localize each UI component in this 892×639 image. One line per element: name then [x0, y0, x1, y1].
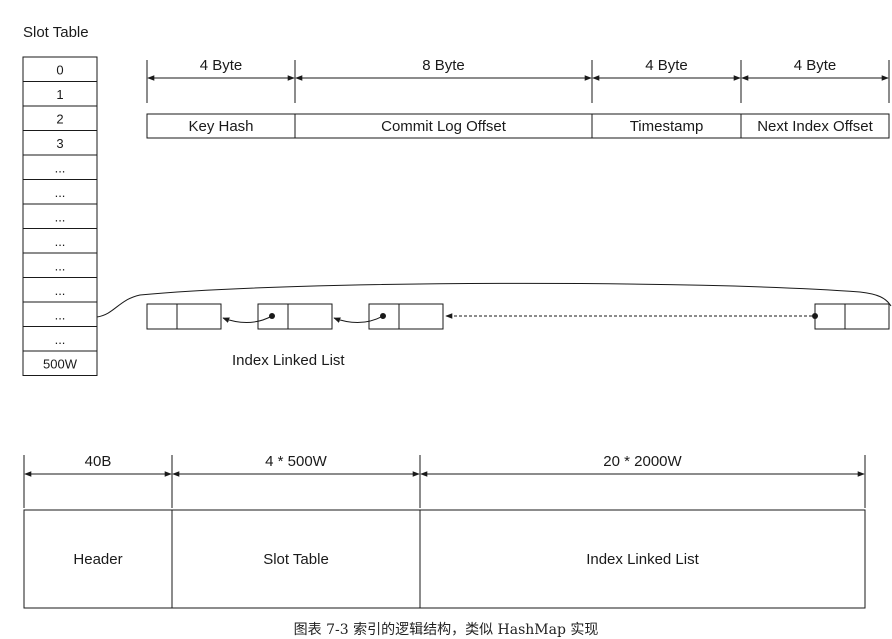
slot-table: 0 1 2 3........................ 500W: [22, 56, 98, 376]
slot-cell: ...: [22, 228, 98, 254]
segment-label: Next Index Offset: [757, 118, 873, 135]
slot-label: 3: [56, 136, 63, 151]
slot-label: ...: [55, 234, 66, 249]
segment-size-label: 40B: [85, 453, 112, 470]
segment-label: Slot Table: [263, 551, 329, 568]
segment-size-label: 8 Byte: [422, 57, 465, 74]
list-node: [146, 303, 222, 330]
slot-cell: ...: [22, 154, 98, 180]
slot-label: 0: [56, 62, 63, 77]
slot-cell: ...: [22, 326, 98, 352]
slot-to-list-curve: [96, 282, 892, 318]
segment-box: Timestamp: [591, 113, 742, 139]
slot-cell: ...: [22, 301, 98, 327]
segment-size-label: 20 * 2000W: [603, 453, 682, 470]
slot-cell: 3: [22, 130, 98, 156]
slot-label: ...: [55, 332, 66, 347]
slot-table-title: Slot Table: [23, 24, 89, 41]
list-node: [257, 303, 333, 330]
segment-label: Index Linked List: [586, 551, 699, 568]
slot-label: ...: [55, 160, 66, 175]
slot-cell: 2: [22, 105, 98, 131]
slot-label: ...: [55, 209, 66, 224]
segment-box: Next Index Offset: [740, 113, 890, 139]
index-linked-list: Index Linked List: [96, 282, 892, 369]
list-node: [368, 303, 444, 330]
segment-box: Index Linked List: [419, 509, 866, 609]
slot-label: 500W: [43, 356, 78, 371]
slot-label: ...: [55, 185, 66, 200]
slot-cell: ...: [22, 203, 98, 229]
slot-cell: ...: [22, 252, 98, 278]
slot-cell: 0: [22, 56, 98, 82]
slot-label: 1: [56, 87, 63, 102]
slot-cell: 500W: [22, 350, 98, 376]
linked-list-label: Index Linked List: [232, 352, 345, 369]
segment-size-label: 4 Byte: [645, 57, 688, 74]
slot-label: 2: [56, 111, 63, 126]
slot-cell: 1: [22, 81, 98, 107]
slot-cell: ...: [22, 277, 98, 303]
segment-label: Header: [73, 551, 122, 568]
list-node: [812, 303, 890, 330]
file-layout: 40B Header 4 * 500W Slot Table 20 * 2000W Ind…: [23, 453, 866, 609]
segment-size-label: 4 * 500W: [265, 453, 328, 470]
segment-size-label: 4 Byte: [200, 57, 243, 74]
slot-label: ...: [55, 283, 66, 298]
segment-size-label: 4 Byte: [794, 57, 837, 74]
segment-box: Commit Log Offset: [294, 113, 593, 139]
segment-box: Slot Table: [171, 509, 421, 609]
segment-box: Key Hash: [146, 113, 296, 139]
slot-label: ...: [55, 307, 66, 322]
slot-cell: ...: [22, 179, 98, 205]
segment-label: Commit Log Offset: [381, 118, 507, 135]
segment-label: Timestamp: [630, 118, 704, 135]
slot-label: ...: [55, 258, 66, 273]
segment-box: Header: [23, 509, 173, 609]
next-pointer-arrow: [333, 315, 384, 323]
next-pointer-arrow: [222, 315, 273, 323]
figure-caption: 图表 7-3 索引的逻辑结构，类似 HashMap 实现: [294, 621, 599, 638]
pointer-dot: [812, 313, 818, 319]
segment-label: Key Hash: [188, 118, 253, 135]
